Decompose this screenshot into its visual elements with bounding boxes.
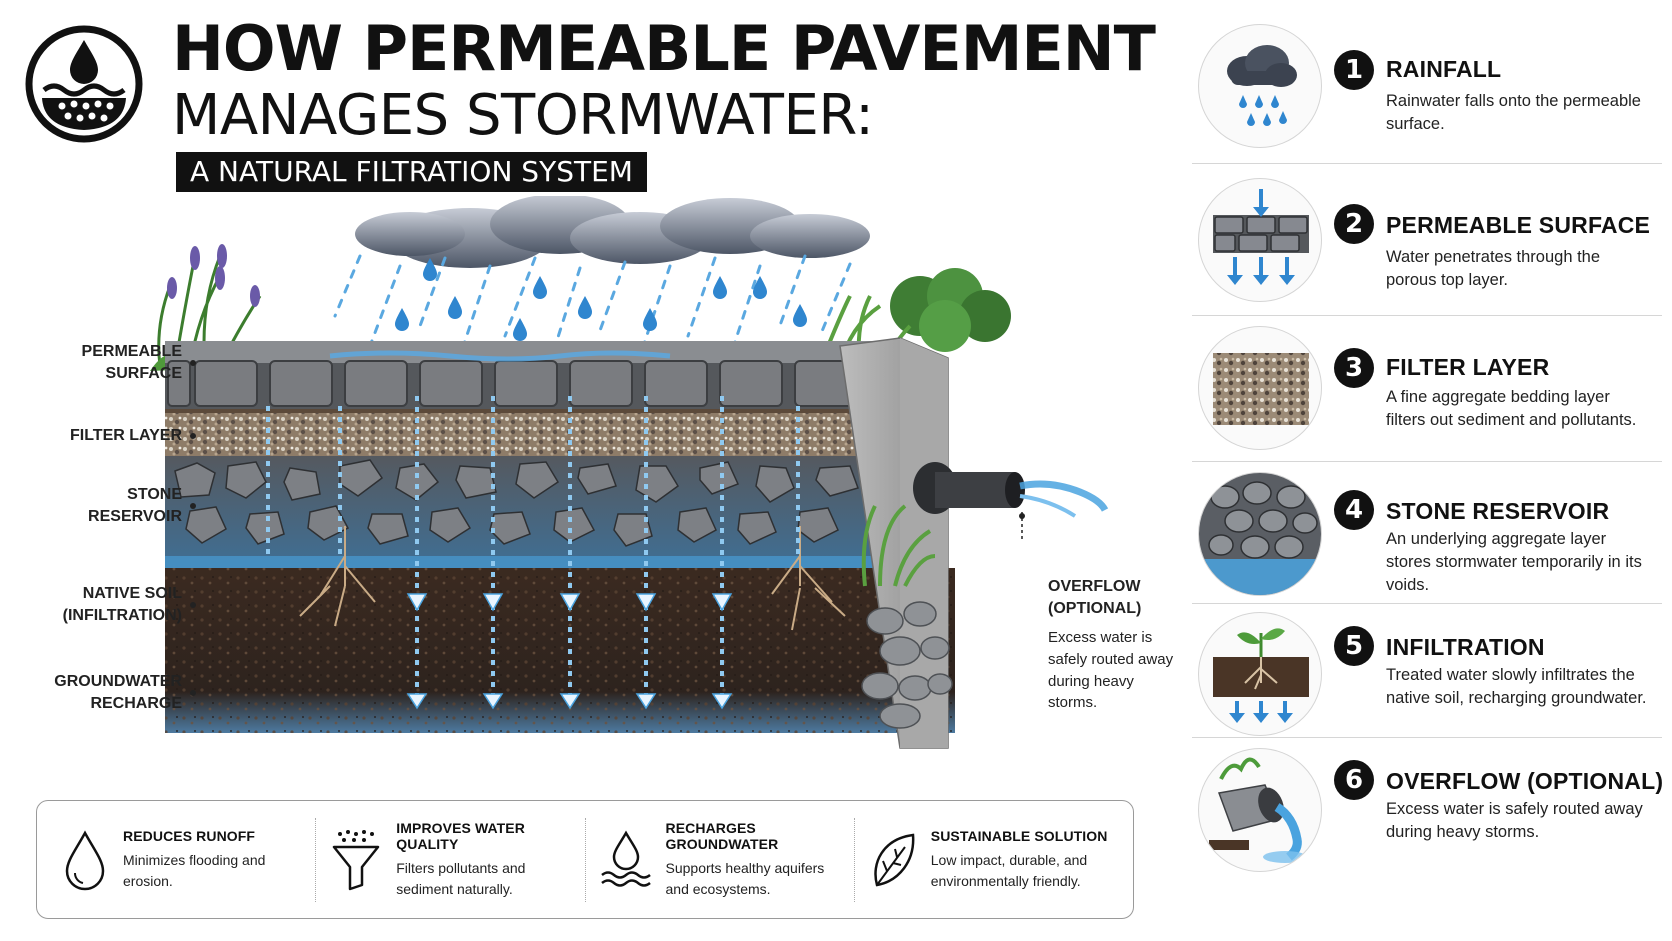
step-description: Excess water is safely routed away durin… (1386, 800, 1643, 842)
native-soil-layer (165, 526, 955, 733)
step-description: A fine aggregate bedding layer filters o… (1386, 388, 1637, 430)
leader-dot (190, 690, 196, 696)
stones-icon (1198, 472, 1322, 596)
step-description: Treated water slowly infiltrates the nat… (1386, 666, 1647, 708)
step-title: PERMEABLE SURFACE (1386, 212, 1651, 238)
leader-dot (190, 360, 196, 366)
leaf-icon (874, 833, 915, 886)
grass (861, 504, 936, 587)
water-drop-icon (65, 829, 105, 890)
benefit-recharges-groundwater: RECHARGES GROUNDWATER Supports healthy a… (586, 817, 855, 902)
page-title-line2: MANAGES STORMWATER: (172, 83, 874, 148)
benefit-description: Minimizes flooding and erosion. (123, 851, 266, 889)
process-steps: 1 RAINFALL Rainwater falls onto the perm… (1192, 12, 1664, 872)
benefit-description: Low impact, durable, and environmentally… (930, 851, 1088, 889)
step-title: STONE RESERVOIR (1386, 498, 1610, 524)
pavement-cross-section: PERMEABLE SURFACE FILTER LAYER STONE RES… (0, 196, 1190, 796)
arrow-heads (406, 593, 733, 710)
leader-dot (190, 602, 196, 608)
leader-dot (190, 433, 196, 439)
label-permeable-surface: PERMEABLE SURFACE (0, 338, 196, 388)
label-text: NATIVE SOIL (INFILTRATION) (62, 585, 182, 624)
leader-dot (190, 503, 196, 509)
cross-section-illustration (150, 196, 1109, 749)
benefit-title: RECHARGES GROUNDWATER (665, 819, 779, 852)
step-number: 2 (1334, 204, 1374, 244)
benefits-bar: REDUCES RUNOFF Minimizes flooding and er… (36, 800, 1134, 919)
step-number: 4 (1334, 490, 1374, 530)
benefit-reduces-runoff: REDUCES RUNOFF Minimizes flooding and er… (47, 817, 317, 902)
step-rainfall: 1 RAINFALL Rainwater falls onto the perm… (1192, 12, 1662, 164)
funnel-icon (333, 829, 380, 890)
shrub-plant (818, 268, 1011, 368)
step-overflow: 6 OVERFLOW (OPTIONAL) Excess water is sa… (1192, 738, 1664, 872)
riverstones (861, 601, 953, 729)
benefit-title: SUSTAINABLE SOLUTION (930, 827, 1108, 844)
pavers-icon (1198, 178, 1322, 302)
benefit-improves-water-quality: IMPROVES WATER QUALITY Filters pollutant… (316, 817, 586, 902)
step-number: 6 (1334, 760, 1374, 800)
pipe-outflow-icon (1198, 748, 1322, 872)
step-number: 1 (1334, 50, 1374, 90)
paver-layer (165, 341, 900, 411)
step-title: FILTER LAYER (1386, 354, 1550, 380)
drop-waves-icon (600, 830, 651, 887)
step-title: INFILTRATION (1386, 634, 1545, 660)
benefit-description: Filters pollutants and sediment naturall… (396, 859, 526, 897)
page-title: HOW PERMEABLE PAVEMENT (172, 12, 1156, 85)
rain-drop-shapes (395, 258, 807, 341)
label-groundwater-recharge: GROUNDWATER RECHARGE (0, 668, 196, 718)
benefit-title: REDUCES RUNOFF (123, 827, 256, 844)
overflow-description: Excess water is safely routed away durin… (1048, 629, 1174, 712)
label-text: GROUNDWATER RECHARGE (54, 673, 182, 712)
step-filter-layer: 3 FILTER LAYER A fine aggregate bedding … (1192, 316, 1662, 462)
step-description: Water penetrates through the porous top … (1386, 248, 1601, 290)
label-text: FILTER LAYER (69, 427, 182, 445)
overflow-title: OVERFLOW (OPTIONAL) (1048, 578, 1142, 617)
gravel-icon (1198, 326, 1322, 450)
benefit-title: IMPROVES WATER QUALITY (396, 819, 525, 852)
infiltration-arrows (266, 396, 800, 696)
label-filter-layer: FILTER LAYER (0, 424, 196, 448)
stone-reservoir-layer (165, 456, 900, 568)
roots (299, 526, 846, 631)
stormwater-logo-icon (25, 25, 143, 143)
step-title: RAINFALL (1386, 56, 1502, 82)
rain-cloud-icon (1198, 24, 1322, 148)
step-number: 5 (1334, 626, 1374, 666)
label-text: STONE RESERVOIR (88, 486, 182, 525)
step-number: 3 (1334, 348, 1374, 388)
benefit-sustainable-solution: SUSTAINABLE SOLUTION Low impact, durable… (855, 818, 1123, 902)
label-native-soil: NATIVE SOIL (INFILTRATION) (0, 580, 196, 630)
benefit-description: Supports healthy aquifers and ecosystems… (665, 859, 825, 897)
step-title: OVERFLOW (OPTIONAL) (1386, 768, 1664, 794)
step-infiltration: 5 INFILTRATION Treated water slowly infi… (1192, 604, 1662, 738)
sprout-icon (1198, 612, 1322, 736)
step-stone-reservoir: 4 STONE RESERVOIR An underlying aggregat… (1192, 462, 1662, 604)
page-subtitle: A NATURAL FILTRATION SYSTEM (176, 152, 647, 192)
label-text: PERMEABLE SURFACE (81, 343, 182, 382)
label-stone-reservoir: STONE RESERVOIR (0, 481, 196, 531)
step-permeable-surface: 2 PERMEABLE SURFACE Water penetrates thr… (1192, 164, 1662, 316)
step-description: An underlying aggregate layer stores sto… (1386, 530, 1642, 595)
step-description: Rainwater falls onto the permeable surfa… (1386, 92, 1641, 134)
overflow-callout: OVERFLOW (OPTIONAL) Excess water is safe… (1048, 576, 1178, 714)
storm-cloud (355, 196, 870, 268)
filter-layer (165, 411, 900, 456)
overflow-pipe (913, 462, 1109, 542)
